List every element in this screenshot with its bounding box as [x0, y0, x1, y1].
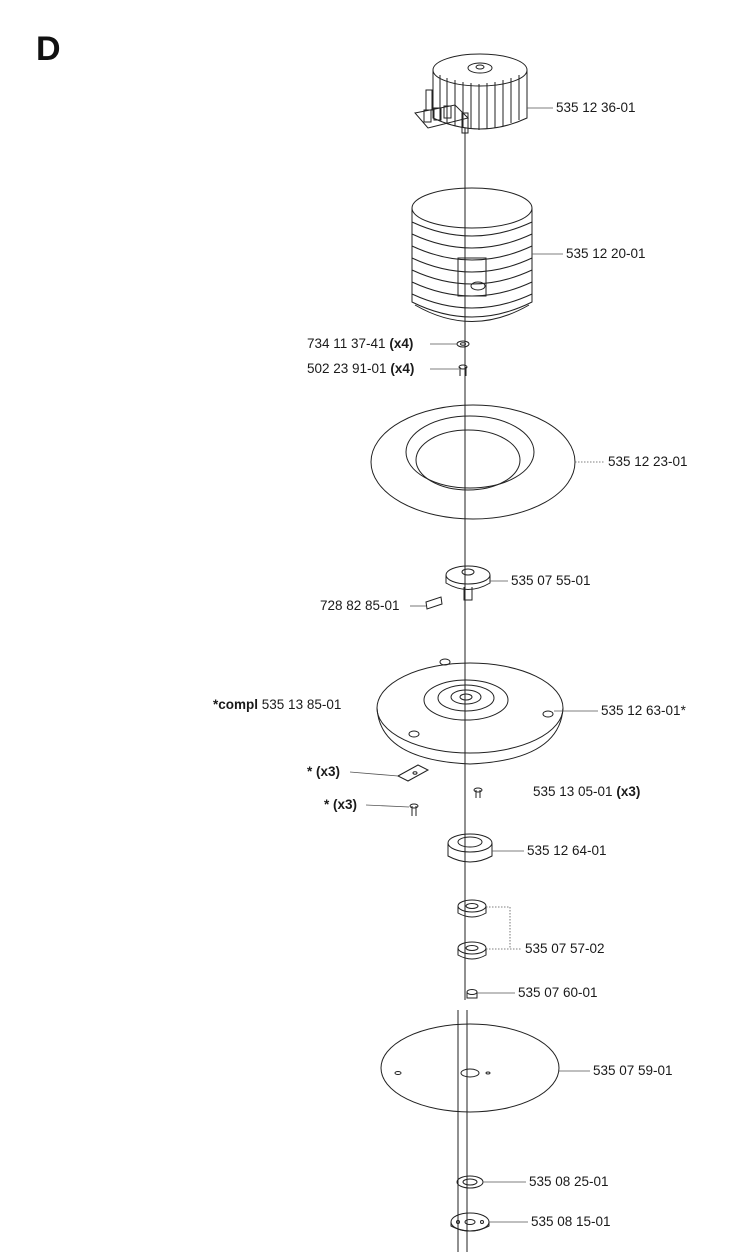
leader-bearings — [486, 906, 522, 950]
label-clip-screw: * (x3) — [324, 797, 357, 813]
motor-drawing — [414, 53, 528, 134]
seal-ring-drawing — [370, 404, 576, 520]
part-number: 535 12 20-01 — [566, 246, 646, 261]
part-number: 535 07 59-01 — [593, 1063, 673, 1078]
part-number: 535 08 15-01 — [531, 1214, 611, 1229]
label-motor-cover: 535 12 20-01 — [566, 246, 646, 262]
label-screw: 502 23 91-01 (x4) — [307, 361, 414, 377]
hub-drawing — [425, 565, 491, 610]
leader-clip — [349, 771, 399, 777]
label-set-screw: 728 82 85-01 — [320, 598, 400, 614]
part-number: 535 07 60-01 — [518, 985, 598, 1000]
part-number: 535 13 85-01 — [261, 697, 342, 712]
part-number: 535 07 55-01 — [511, 573, 591, 588]
part-number: 535 07 57-02 — [525, 941, 605, 956]
spacer-drawing — [456, 1175, 484, 1189]
part-number: 728 82 85-01 — [320, 598, 400, 613]
compl-prefix: *compl — [213, 697, 259, 712]
blade-disc-drawing — [380, 1023, 560, 1113]
screw-drawing — [458, 364, 468, 376]
part-prefix: * — [307, 764, 313, 779]
label-hub: 535 07 55-01 — [511, 573, 591, 589]
part-quantity: (x4) — [390, 361, 415, 376]
part-quantity: (x4) — [389, 336, 414, 351]
section-letter: D — [36, 30, 61, 68]
label-clip: * (x3) — [307, 764, 340, 780]
part-number: 535 12 63-01* — [601, 703, 686, 718]
label-bearing-housing: 535 12 64-01 — [527, 843, 607, 859]
bearing-upper-drawing — [457, 899, 487, 918]
label-bearings: 535 07 57-02 — [525, 941, 605, 957]
leader-clip-screw — [365, 804, 410, 808]
part-quantity: (x3) — [616, 784, 641, 799]
label-seal-ring: 535 12 23-01 — [608, 454, 688, 470]
motor-cover-drawing — [411, 187, 533, 322]
label-blade-hub: 535 08 15-01 — [531, 1214, 611, 1230]
part-quantity: (x3) — [316, 764, 341, 779]
part-quantity: (x3) — [333, 797, 358, 812]
part-number: 535 08 25-01 — [529, 1174, 609, 1189]
center-axis-line — [457, 128, 468, 1252]
washer-drawing — [456, 340, 470, 348]
label-compl: *compl 535 13 85-01 — [213, 697, 341, 713]
clip-screw-drawing — [409, 803, 419, 816]
label-washer: 734 11 37-41 (x4) — [307, 336, 413, 352]
part-number: 535 12 23-01 — [608, 454, 688, 469]
label-blade-disc: 535 07 59-01 — [593, 1063, 673, 1079]
part-prefix: * — [324, 797, 330, 812]
part-number: 535 12 64-01 — [527, 843, 607, 858]
part-number: 535 13 05-01 — [533, 784, 613, 799]
bearing-housing-drawing — [447, 833, 493, 863]
plate-screw-drawing — [473, 787, 483, 798]
nut-drawing — [466, 989, 478, 999]
part-number: 502 23 91-01 — [307, 361, 387, 376]
label-chassis-plate: 535 12 63-01* — [601, 703, 686, 719]
clip-drawing — [396, 764, 430, 782]
blade-hub-drawing — [450, 1212, 490, 1232]
label-nut: 535 07 60-01 — [518, 985, 598, 1001]
bearing-lower-drawing — [457, 941, 487, 960]
label-spacer: 535 08 25-01 — [529, 1174, 609, 1190]
part-number: 734 11 37-41 — [307, 336, 386, 351]
part-number: 535 12 36-01 — [556, 100, 636, 115]
label-motor: 535 12 36-01 — [556, 100, 636, 116]
label-plate-screw: 535 13 05-01 (x3) — [533, 784, 640, 800]
chassis-plate-drawing — [376, 658, 564, 765]
